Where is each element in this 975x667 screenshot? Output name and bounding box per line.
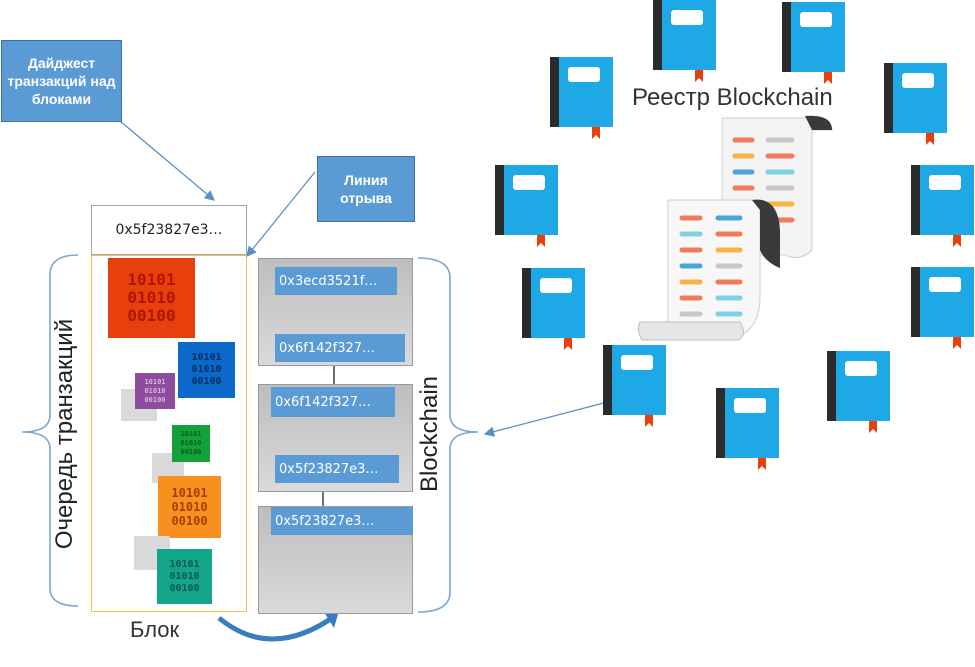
digest-hash-box: 0x5f23827e3… — [91, 205, 247, 255]
ledger-book-icon — [911, 165, 974, 247]
ledger-book-icon — [716, 388, 779, 470]
digest-hash-text: 0x5f23827e3… — [115, 222, 223, 238]
chain-block-top-hash: 0x6f142f327… — [271, 387, 395, 417]
ledger-title: Реестр Blockchain — [632, 84, 833, 111]
break-line-callout-arrow — [246, 171, 316, 258]
chain-block: 0x6f142f327… 0x5f23827e3… — [258, 384, 413, 492]
ledger-book-icon — [550, 57, 613, 139]
ledger-book-icon — [827, 351, 890, 433]
digest-callout: Дайджест транзакций над блоками — [1, 40, 122, 122]
block-frame — [91, 255, 247, 612]
chain-block-bottom-hash: 0x6f142f327… — [275, 334, 405, 362]
ledger-book-icon — [522, 268, 585, 350]
ledger-book-icon — [884, 63, 947, 145]
chain-block: 0x3ecd3521f… 0x6f142f327… — [258, 258, 413, 366]
ledger-scroll-front — [637, 199, 780, 341]
digest-callout-arrow — [119, 120, 215, 201]
chain-block-top-hash: 0x5f23827e3… — [271, 507, 413, 535]
queue-brace — [21, 254, 79, 607]
digest-callout-text: Дайджест транзакций над блоками — [7, 55, 116, 107]
block-label: Блок — [130, 617, 180, 642]
chain-block-top-hash: 0x3ecd3521f… — [275, 267, 397, 295]
chain-block: 0x5f23827e3… — [258, 506, 413, 614]
break-line-callout-text: Линия отрыва — [340, 172, 392, 206]
ledger-book-icon — [653, 0, 716, 82]
break-line-callout: Линия отрыва — [317, 156, 415, 222]
blockchain-brace — [417, 257, 479, 613]
ledger-book-icon — [782, 2, 845, 84]
ledger-book-icon — [911, 267, 974, 349]
ledger-book-icon — [495, 165, 558, 247]
block-to-chain-curved-arrow — [217, 615, 334, 642]
ledger-book-icon — [603, 345, 666, 427]
chain-block-bottom-hash: 0x5f23827e3… — [275, 455, 399, 483]
